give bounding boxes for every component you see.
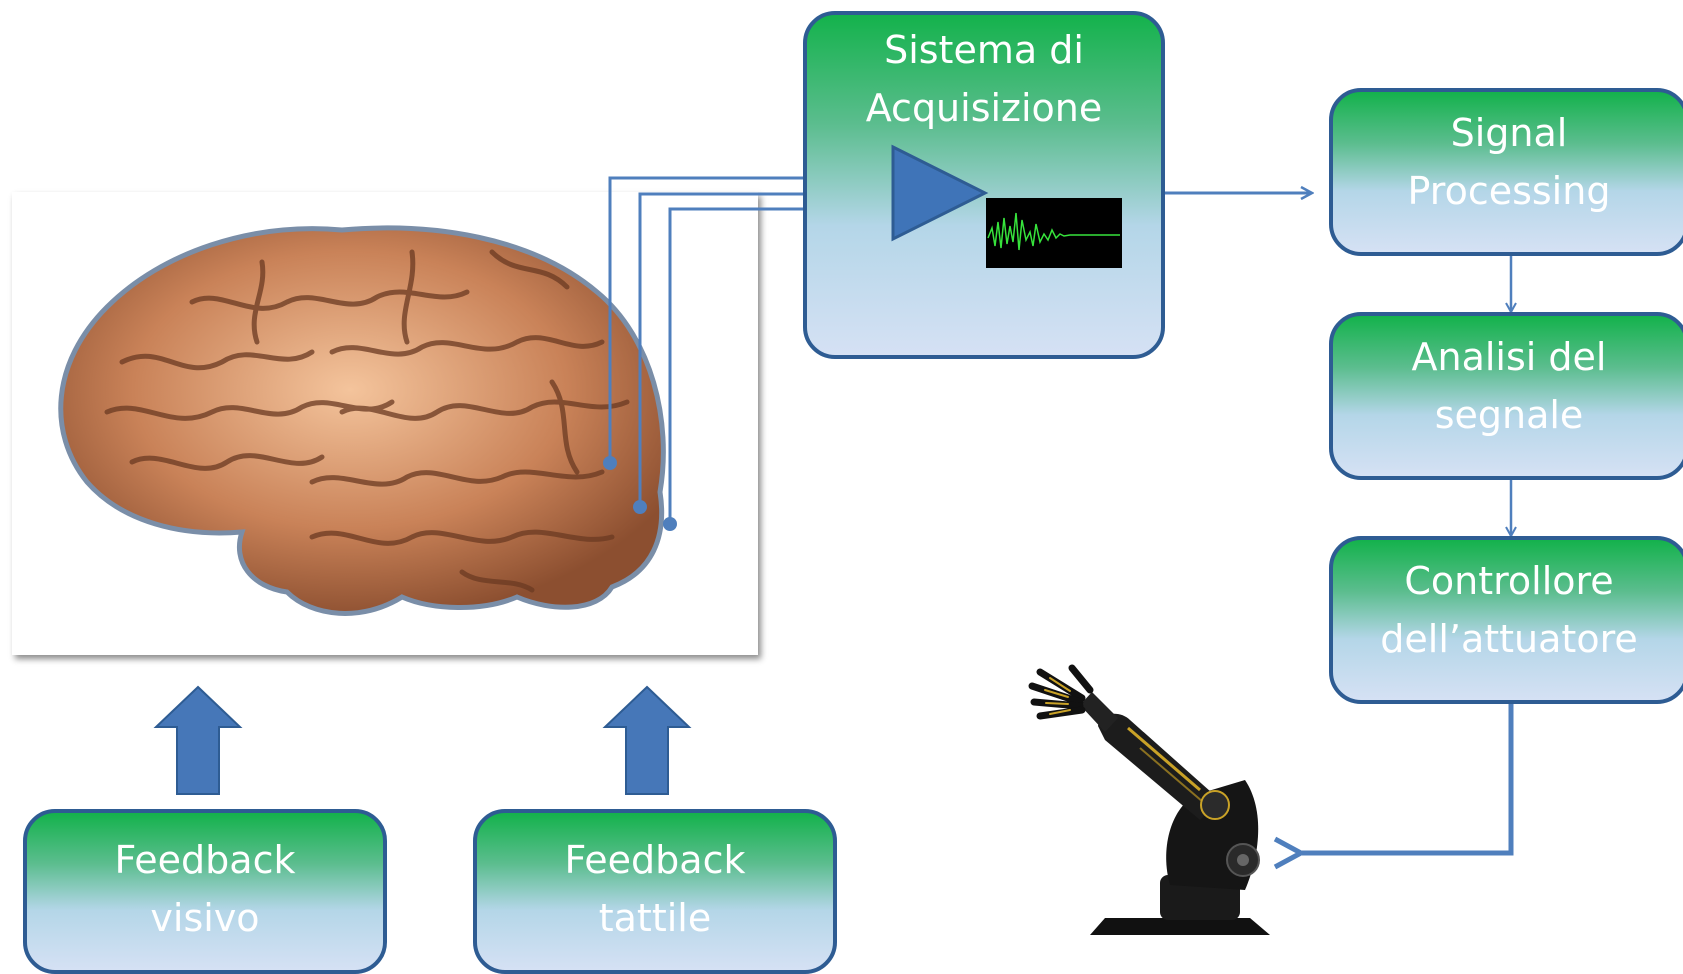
- signal-processing-line1: Signal: [1450, 111, 1568, 155]
- visual-feedback-box: Feedback visivo: [23, 809, 387, 974]
- tactile-feedback-line2: tattile: [598, 896, 712, 940]
- tactile-feedback-line1: Feedback: [564, 838, 746, 882]
- tactile-feedback-arrow: [602, 685, 692, 795]
- actuator-controller-line1: Controllore: [1404, 559, 1614, 603]
- signal-processing-line2: Processing: [1407, 169, 1611, 213]
- oscilloscope-display: [986, 198, 1122, 268]
- robotic-arm-illustration: [1028, 664, 1270, 935]
- brain-image-frame: [12, 192, 758, 655]
- electrode-contacts: [603, 456, 677, 531]
- oscilloscope-waveform: [987, 212, 1120, 251]
- actuator-controller-line2: dell’attuatore: [1380, 617, 1638, 661]
- acquisition-system-box: Sistema di Acquisizione: [803, 11, 1165, 359]
- tactile-feedback-box: Feedback tattile: [473, 809, 837, 974]
- signal-analysis-line2: segnale: [1434, 393, 1584, 437]
- brain-illustration: [58, 225, 666, 616]
- amplifier-icon: [891, 144, 989, 242]
- signal-analysis-box: Analisi del segnale: [1329, 312, 1683, 480]
- signal-analysis-line1: Analisi del: [1411, 335, 1607, 379]
- acquisition-line2: Acquisizione: [865, 86, 1103, 130]
- actuator-controller-box: Controllore dell’attuatore: [1329, 536, 1683, 704]
- acquisition-line1: Sistema di: [884, 28, 1084, 72]
- visual-feedback-arrow: [153, 685, 243, 795]
- visual-feedback-line1: Feedback: [114, 838, 296, 882]
- signal-processing-box: Signal Processing: [1329, 88, 1683, 256]
- visual-feedback-line2: visivo: [150, 896, 260, 940]
- controller-to-arm-arrow: [1302, 700, 1514, 853]
